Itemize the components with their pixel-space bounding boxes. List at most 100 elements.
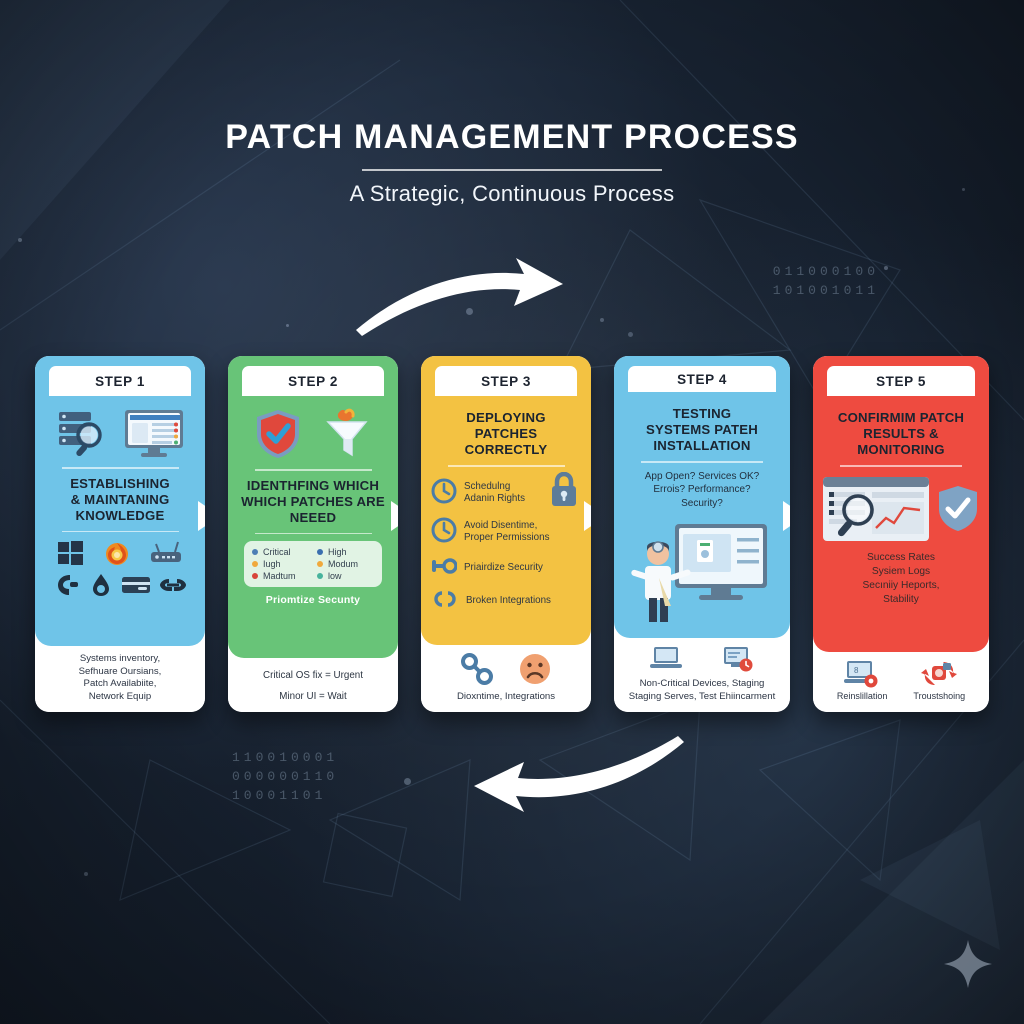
drop-icon: [92, 574, 109, 596]
step-3-bullet-text-3: Broken Integrations: [466, 595, 551, 606]
decorative-dot: [404, 778, 411, 785]
legend-label-1: High: [328, 547, 347, 557]
step-3-tab: STEP 3: [435, 366, 577, 396]
key-icon: [431, 556, 458, 581]
step-5-body-text: Success Rates Sysiem Logs Secıniiy Hepor…: [862, 551, 940, 605]
step-4-footer: Non-Critical Devices, Staging Staging Se…: [614, 638, 790, 712]
legend-label-2: Iugh: [263, 559, 281, 569]
step-card-3[interactable]: STEP 3 DEPLOYING PATCHES CORRECTLY Sched…: [421, 356, 591, 712]
legend-label-4: Madtum: [263, 571, 296, 581]
page-header: PATCH MANAGEMENT PROCESS A Strategic, Co…: [0, 118, 1024, 207]
router-icon: [151, 541, 181, 562]
step-5-heading: CONFIRMIM PATCH RESULTS & MONITORING: [837, 410, 965, 457]
padlock-icon: [552, 471, 576, 506]
step-5-body: CONFIRMIM PATCH RESULTS & MONITORING: [813, 396, 989, 652]
process-steps-row: STEP 1: [35, 356, 989, 712]
step-3-footer-text: Dioxntime, Integrations: [456, 690, 556, 702]
legend-dot-3: [317, 561, 323, 567]
title-divider: [362, 169, 662, 171]
step-4-footer-text: Non-Critical Devices, Staging Staging Se…: [628, 678, 776, 702]
step-2-heading: IDENTHFING WHICH WHICH PATCHES ARE NEEED: [241, 477, 385, 525]
step-1-label: STEP 1: [95, 373, 145, 389]
step-5-divider: [840, 465, 962, 467]
legend-label-5: low: [328, 571, 342, 581]
step-1-heading: ESTABLISHING & MAINTANING KNOWLEDGE: [70, 475, 170, 523]
clock-icon: [431, 517, 457, 548]
shield-check-icon: [257, 410, 299, 458]
legend-dot-0: [252, 549, 258, 555]
firefox-logo-icon: [106, 543, 128, 565]
chevron-right-icon-1: [198, 501, 205, 531]
legend-item-5: low: [317, 571, 374, 581]
laptop-reinstall-icon: 8: [844, 661, 878, 688]
step-4-body: TESTING SYSTEMS PATEH INSTALLATION App O…: [614, 392, 790, 638]
legend-item-4: Madtum: [252, 571, 309, 581]
legend-item-0: Critical: [252, 547, 309, 557]
step-1-tab: STEP 1: [49, 366, 191, 396]
step-4-header: STEP 4: [614, 356, 790, 392]
step-2-body: IDENTHFING WHICH WHICH PATCHES ARE NEEED…: [228, 396, 398, 658]
legend-label-0: Critical: [263, 547, 291, 557]
page-subtitle: A Strategic, Continuous Process: [349, 181, 675, 206]
step-2-divider-bottom: [254, 532, 372, 534]
step-5-header: STEP 5: [813, 356, 989, 396]
link-icon: [159, 579, 186, 591]
technician-at-monitor-icon: [631, 524, 767, 622]
legend-dot-2: [252, 561, 258, 567]
legend-label-3: Modum: [328, 559, 359, 569]
step-3-bullet-1: Avoid Disentime, Proper Permissions: [431, 517, 581, 548]
decorative-dot: [962, 188, 965, 191]
decorative-dot: [466, 308, 473, 315]
step-1-glyph-icons: [55, 573, 186, 597]
step-card-1[interactable]: STEP 1: [35, 356, 205, 712]
step-3-bullet-3: Broken Integrations: [431, 589, 581, 614]
step-3-body: DEPLOYING PATCHES CORRECTLY Schedulng Ad…: [421, 396, 591, 645]
sad-face-icon: [520, 653, 550, 684]
step-3-footer: Dioxntime, Integrations: [421, 644, 591, 712]
chevron-right-icon-3: [584, 501, 591, 531]
step-1-icons: [55, 408, 185, 458]
step-1-footer: Systems inventory, Sefhuare Oursians, Pa…: [35, 646, 205, 712]
legend-dot-4: [252, 573, 258, 579]
step-4-heading: TESTING SYSTEMS PATEH INSTALLATION: [645, 406, 759, 453]
step-card-2[interactable]: STEP 2 IDENTHFING WHICH WHICH PA: [228, 356, 398, 712]
decorative-dot: [600, 318, 604, 322]
step-4-tab: STEP 4: [628, 366, 776, 392]
funnel-filter-icon: [326, 408, 368, 457]
step-card-4[interactable]: STEP 4 TESTING SYSTEMS PATEH INSTALLATIO…: [614, 356, 790, 712]
step-5-footer-label-0: Reinslillation: [836, 691, 888, 701]
sparkle-star-icon: [944, 940, 992, 988]
decorative-dot: [884, 266, 888, 270]
step-3-header: STEP 3: [421, 356, 591, 396]
step-3-bullet-2: Priairdize Security: [431, 556, 581, 581]
legend-item-3: Modum: [317, 559, 374, 569]
binary-code-bottom-left: 110010001 000000110 10001101: [232, 748, 338, 805]
step-2-divider-top: [254, 469, 372, 471]
step-2-footer-line-1: Critical OS fix = Urgent: [263, 670, 363, 681]
step-card-5[interactable]: STEP 5 CONFIRMIM PATCH RESULTS & MONITOR…: [813, 356, 989, 712]
step-2-legend-caption: Priomtize Secunty: [265, 594, 361, 606]
chevron-right-icon-4: [783, 501, 790, 531]
broken-chain-icon: [431, 589, 459, 614]
curved-arrow-left-icon: [474, 736, 684, 812]
report-magnifier-chart-icon: [823, 476, 929, 541]
laptop-icon: [650, 647, 682, 668]
decorative-dot: [286, 324, 289, 327]
monitor-dashboard-icon: [125, 410, 183, 457]
step-5-footer-label-1: Troustshoing: [913, 691, 966, 701]
page-title: PATCH MANAGEMENT PROCESS: [225, 118, 799, 156]
step-3-divider: [447, 465, 565, 467]
step-4-label: STEP 4: [677, 371, 727, 387]
step-2-footer: Critical OS fix = Urgent Minor UI = Wait: [228, 658, 398, 712]
step-5-tab: STEP 5: [827, 366, 975, 396]
step-3-footer-icons: [460, 652, 552, 686]
step-2-label: STEP 2: [288, 373, 338, 389]
step-4-questions: App Open? Services OK? Errois? Performan…: [644, 470, 760, 509]
step-5-footer-icons: 8 Reinslillation Troustsh: [837, 659, 965, 701]
chain-link-icon: [461, 652, 493, 685]
troubleshoot-icon: [921, 662, 958, 685]
step-1-header: STEP 1: [35, 356, 205, 396]
